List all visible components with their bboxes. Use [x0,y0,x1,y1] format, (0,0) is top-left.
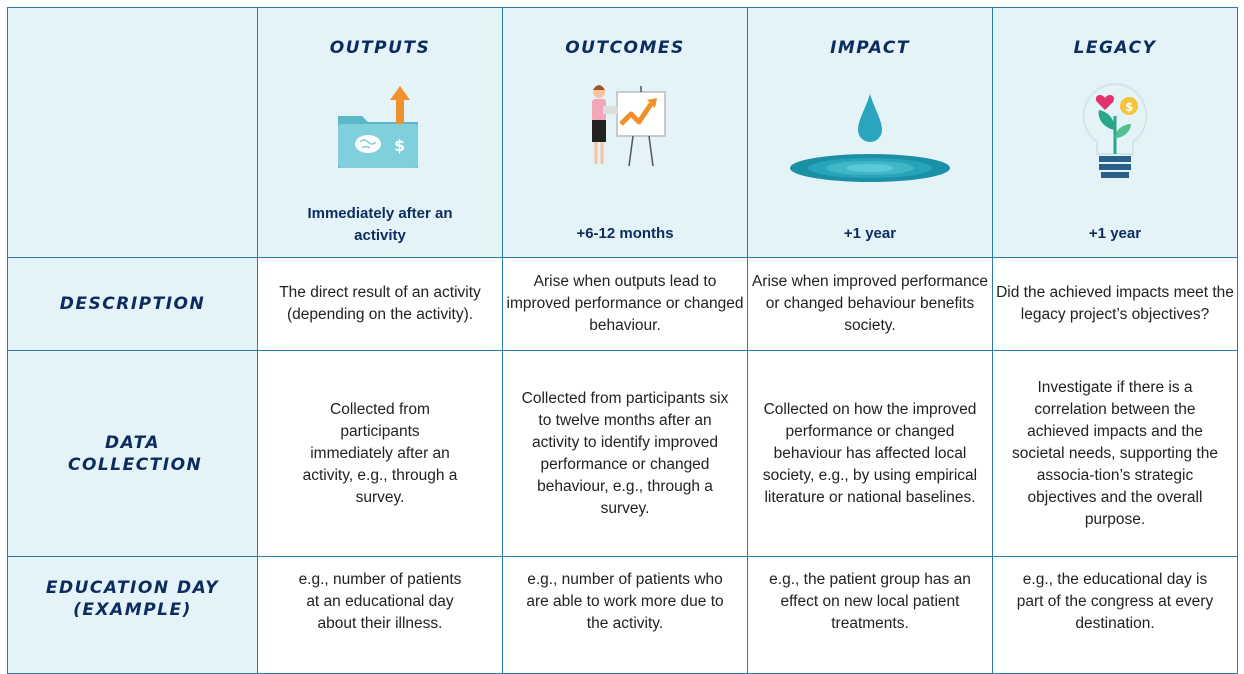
row-label: DESCRIPTION [7,257,258,351]
svg-text:$: $ [1125,100,1133,114]
table-cell: Investigate if there is a correlation be… [992,350,1238,557]
table-cell: Arise when improved performance or chang… [747,257,993,351]
column-outputs: OUTPUTS $ Immediately after an activity [257,7,503,258]
table-cell: Did the achieved impacts meet the legacy… [992,257,1238,351]
table-cell: Arise when outputs lead to improved perf… [502,257,748,351]
water-drop-ripple-icon [790,94,950,182]
table-cell: Collected on how the improved performanc… [747,350,993,557]
table-cell: Collected from participants six to twelv… [502,350,748,557]
column-title: OUTPUTS [329,38,431,58]
table-cell: Collected from participants immediately … [257,350,503,557]
table-cell: e.g., number of patients at an education… [257,556,503,674]
column-legacy: LEGACY $ +1 year [992,7,1238,258]
timing-label: +1 year [1088,225,1142,242]
folder-brain-arrow-icon: $ [338,86,418,168]
presenter-growth-chart-icon [592,85,666,167]
row-description: DESCRIPTION The direct result of an acti… [7,257,1238,351]
row-label: DATA COLLECTION [7,350,258,557]
column-title: LEGACY [1073,38,1157,58]
svg-text:$: $ [394,136,405,155]
column-impact: IMPACT +1 year [747,7,993,258]
impact-framework-table: OUTPUTS $ Immediately after an activity … [7,7,1238,674]
table-cell: e.g., number of patients who are able to… [502,556,748,674]
timing-label: +1 year [843,225,897,242]
column-title: IMPACT [830,38,910,58]
table-cell: e.g., the patient group has an effect on… [747,556,993,674]
row-label: EDUCATION DAY (EXAMPLE) [7,556,258,674]
timing-label: +6-12 months [576,225,674,242]
timing-label: Immediately after an activity [307,205,453,244]
table-cell: e.g., the educational day is part of the… [992,556,1238,674]
header-row: OUTPUTS $ Immediately after an activity … [7,7,1238,258]
column-title: OUTCOMES [565,38,685,58]
row-data-collection: DATA COLLECTION Collected from participa… [7,350,1238,557]
lightbulb-plant-icon: $ [1082,82,1148,178]
row-education-day: EDUCATION DAY (EXAMPLE) e.g., number of … [7,556,1238,674]
table-cell: The direct result of an activity (depend… [257,257,503,351]
corner-cell [7,7,258,258]
column-outcomes: OUTCOMES +6-12 months [502,7,748,258]
